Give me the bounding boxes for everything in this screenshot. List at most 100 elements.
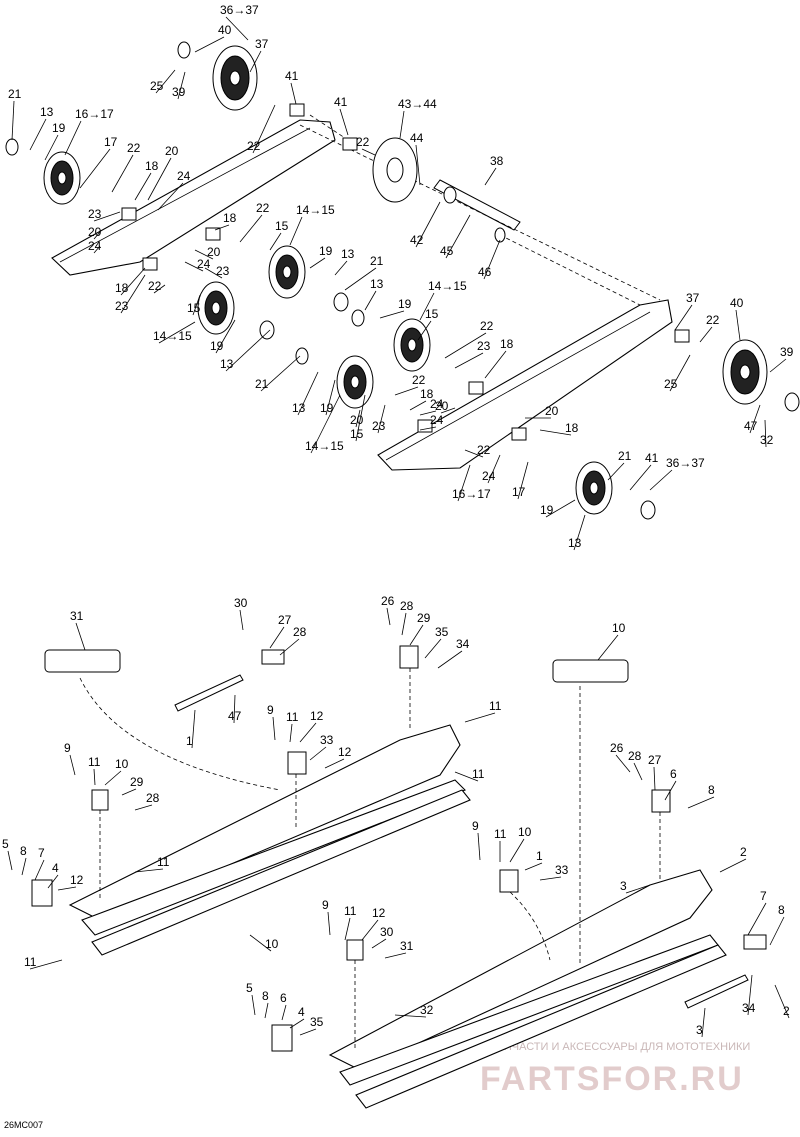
callout-number: 12: [338, 745, 352, 759]
callout-number: 20: [207, 245, 221, 259]
callout-number: 45: [440, 244, 454, 258]
callout-100: 11: [454, 767, 485, 782]
callout-36: 13: [334, 247, 355, 276]
callout-number: 17: [512, 485, 526, 499]
callout-number: 32: [760, 433, 774, 447]
callout-31: 15: [269, 219, 289, 251]
callout-leader: [177, 71, 186, 100]
callout-103: 10: [104, 757, 129, 786]
callout-number: 38: [490, 154, 504, 168]
callout-116: 11: [134, 855, 170, 873]
callout-11: 44: [410, 131, 424, 186]
callout-number: 21: [618, 449, 632, 463]
callout-number: 2: [783, 1004, 790, 1018]
callout-number: 8: [262, 989, 269, 1003]
callout-number: 41: [285, 69, 299, 83]
callout-leader: [121, 788, 137, 796]
callout-number: 9: [64, 741, 71, 755]
callout-50: 22: [444, 319, 494, 359]
callout-51: 23: [454, 339, 491, 369]
callout-87: 28: [400, 599, 414, 636]
callout-97: 12: [299, 709, 324, 743]
callout-leader: [633, 762, 643, 781]
callout-68: 17: [512, 461, 529, 500]
callout-5: 39: [172, 71, 186, 100]
callout-number: 12: [372, 906, 386, 920]
callout-leader: [444, 332, 487, 359]
callout-80: 47: [744, 404, 761, 434]
callout-leader: [69, 754, 76, 776]
callout-leader: [524, 862, 543, 871]
callout-number: 9: [267, 703, 274, 717]
callout-number: 19: [320, 401, 334, 415]
callout-number: 33: [320, 733, 334, 747]
callout-21: 22: [111, 141, 141, 193]
callout-60: 23: [372, 404, 386, 434]
callout-leader: [104, 770, 122, 786]
callout-number: 28: [146, 791, 160, 805]
callout-number: 15: [275, 219, 289, 233]
callout-128: 12: [361, 906, 386, 941]
callout-121: 33: [539, 863, 569, 881]
callout-number: 28: [628, 749, 642, 763]
callout-leader: [419, 410, 437, 416]
callout-number: 22: [477, 443, 491, 457]
callout-69: 16→17: [452, 464, 491, 502]
callout-leader: [487, 454, 501, 484]
callout-number: 23: [216, 264, 230, 278]
callout-leader: [269, 232, 282, 251]
callout-leader: [44, 134, 59, 161]
callout-leader: [158, 321, 196, 344]
callout-2: 40: [194, 23, 232, 53]
callout-leader: [289, 1018, 305, 1029]
callout-number: 9: [472, 819, 479, 833]
callout-leader: [355, 409, 361, 428]
callout-59: 15: [350, 394, 366, 442]
callout-111: 5: [2, 837, 13, 871]
callout-number: 40: [730, 296, 744, 310]
callout-104: 29: [121, 775, 144, 796]
callout-leader: [324, 758, 345, 769]
callout-number: 30: [234, 596, 248, 610]
callout-number: 24: [430, 397, 444, 411]
callout-number: 23: [88, 207, 102, 221]
callout-leader: [394, 386, 419, 396]
callout-number: 46: [478, 265, 492, 279]
callout-44: 13: [220, 329, 271, 372]
callout-leader: [120, 274, 146, 314]
callout-leader: [93, 231, 101, 240]
callout-30: 14→15: [289, 203, 335, 246]
callout-79: 25: [664, 354, 691, 392]
callout-number: 18: [565, 421, 579, 435]
callout-52: 18: [484, 337, 514, 379]
callout-62: 20: [435, 399, 456, 414]
callout-leader: [377, 404, 386, 434]
callout-leader: [269, 626, 285, 649]
callout-leader: [249, 934, 272, 952]
callout-leader: [545, 499, 576, 518]
callout-leader: [157, 182, 184, 211]
callout-number: 10: [518, 825, 532, 839]
callout-number: 27: [278, 613, 292, 627]
callout-leader: [417, 320, 432, 341]
decal-47-right: [552, 659, 629, 683]
callout-number: 24: [482, 469, 496, 483]
callout-leader: [394, 1014, 427, 1018]
callout-leader: [774, 984, 790, 1019]
callout-leader: [47, 874, 59, 889]
callout-141: 3: [696, 1007, 706, 1038]
callout-number: 11: [344, 904, 357, 918]
callout-leader: [769, 358, 787, 373]
callout-138: 32: [394, 1003, 434, 1018]
callout-leader: [334, 260, 348, 276]
callout-number: 20: [435, 399, 449, 413]
watermark-brand: FARTSFOR.RU: [480, 1060, 744, 1098]
callout-number: 15: [425, 307, 439, 321]
callout-leader: [415, 201, 441, 248]
callout-28: 18: [214, 211, 237, 231]
bolt-34-left: [174, 674, 244, 712]
callout-number: 26: [381, 594, 395, 608]
wheel-36-upper-left: [212, 45, 258, 111]
callout-number: 29: [417, 611, 431, 625]
